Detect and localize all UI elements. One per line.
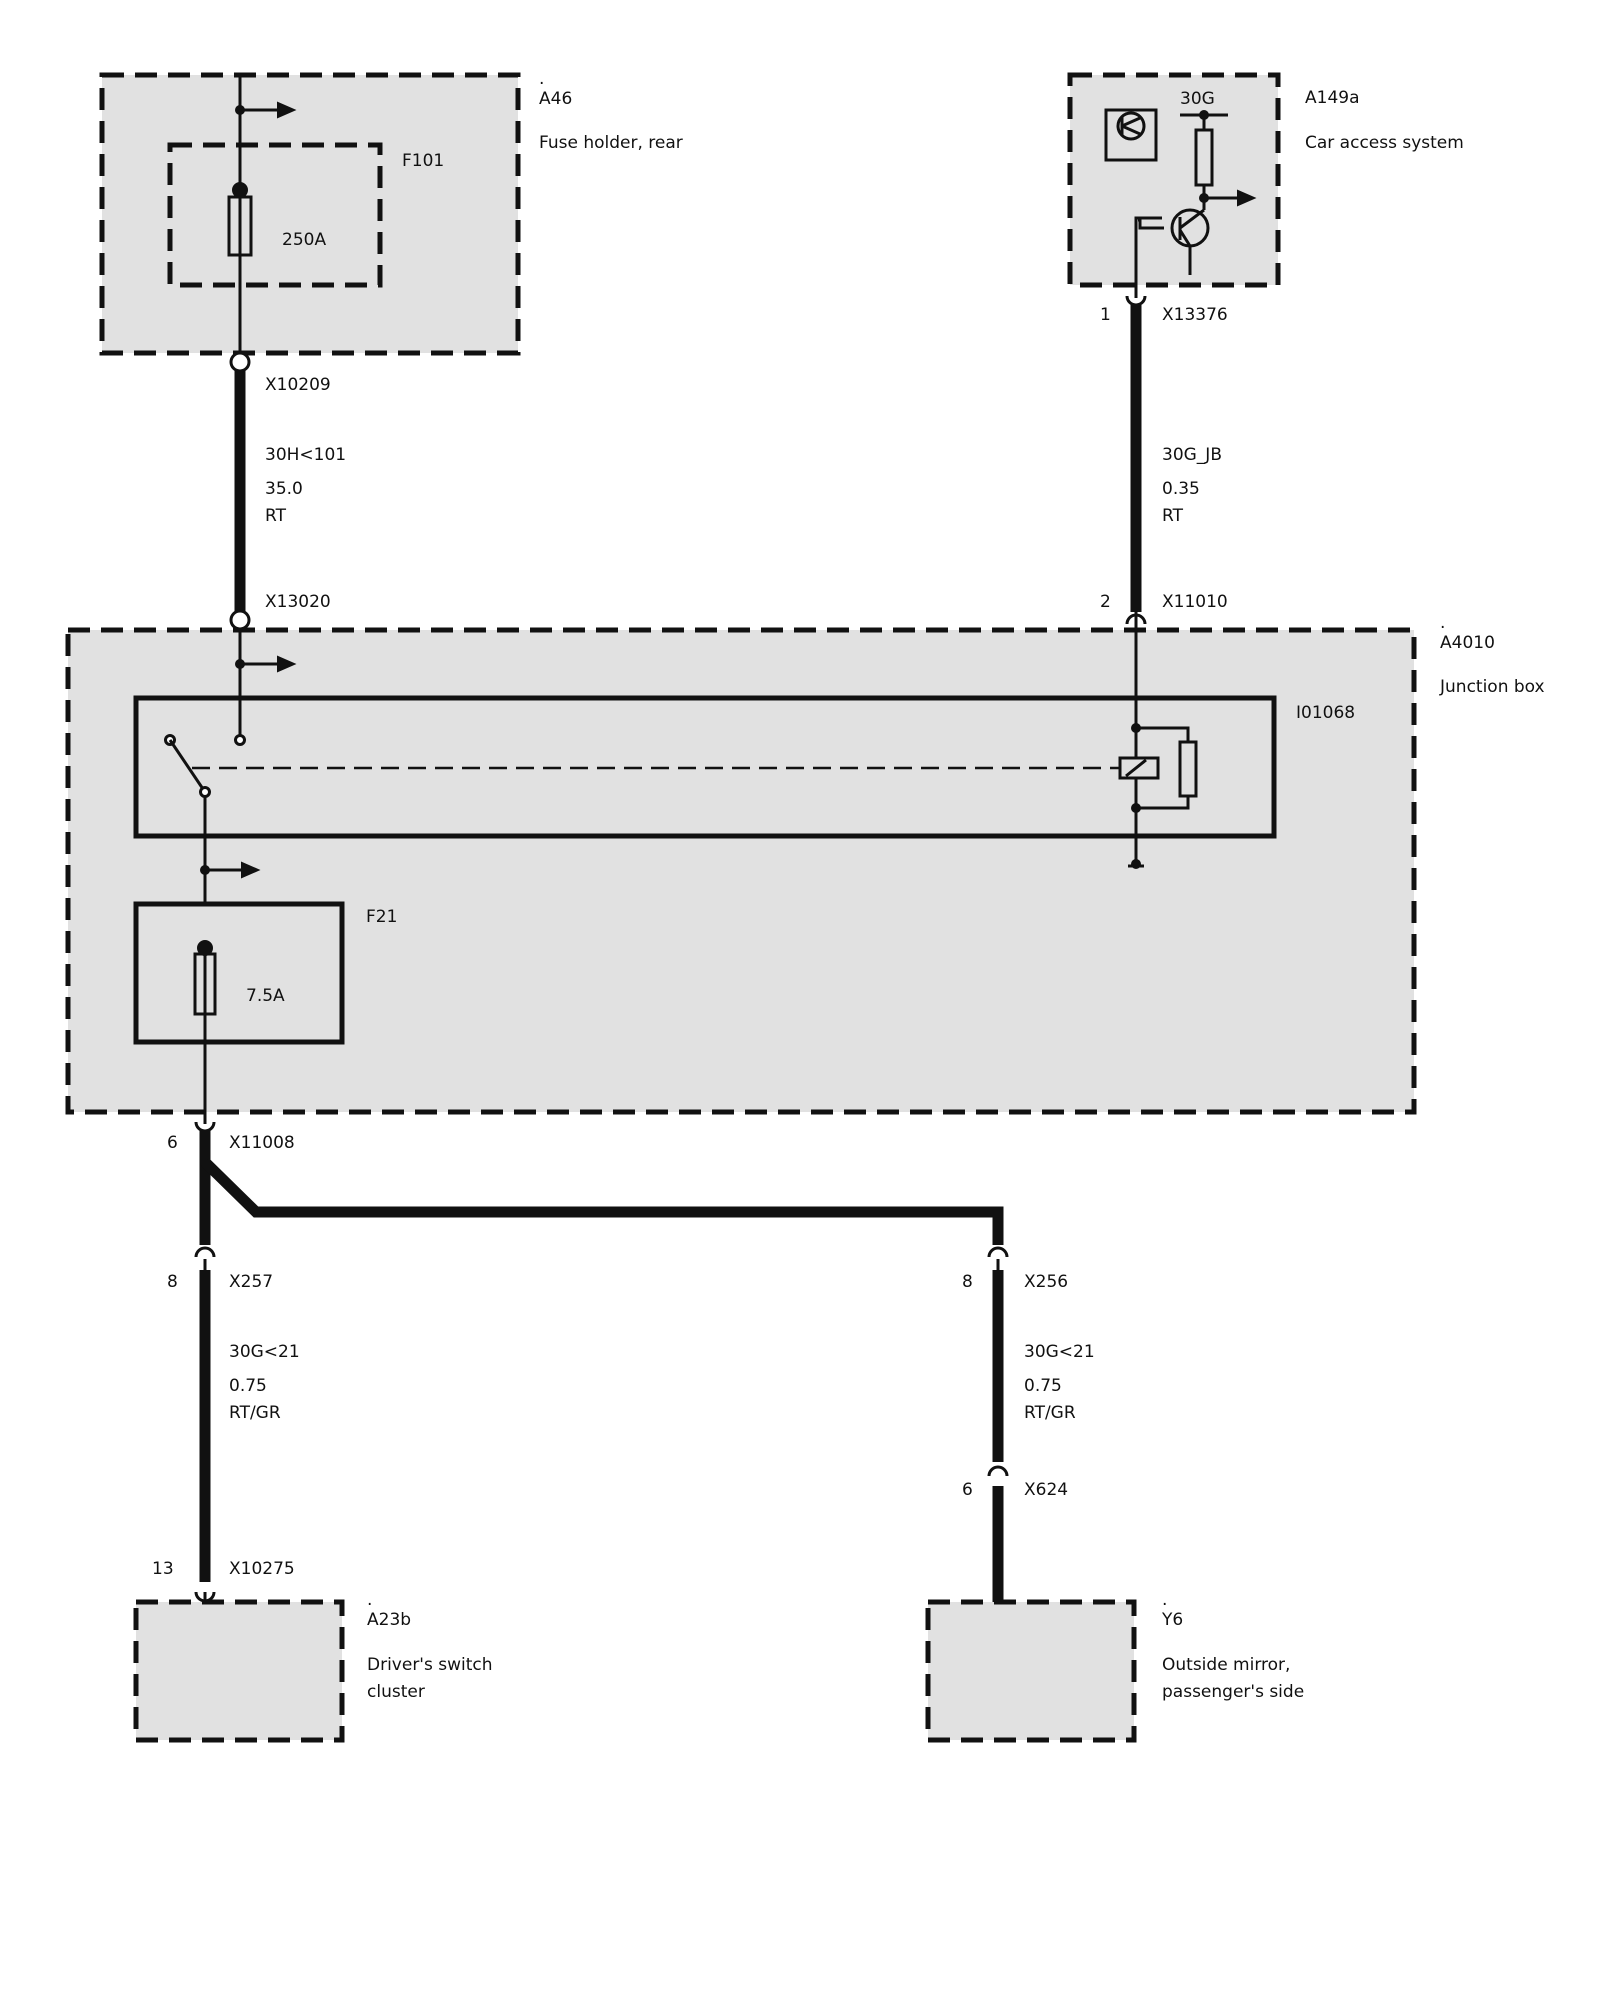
wire-3-gauge: 0.75 [229,1376,267,1396]
component-a46: . A46 Fuse holder, rear F101 250A [99,69,683,356]
x11010-pin: 2 [1100,592,1111,612]
connector-x624-icon [987,1465,1009,1477]
connector-x13376-icon [1125,295,1147,307]
a23b-housing [133,1599,345,1743]
f21-housing [133,901,345,1045]
x257-pin: 8 [167,1272,178,1292]
f101-rating: 250A [282,230,326,250]
wire-30g-21: 6 X11008 8 X257 8 X256 [167,1112,1068,1292]
a23b-name-line1: Driver's switch [367,1655,493,1675]
f101-housing [167,142,383,288]
wire-1-gauge: 35.0 [265,479,303,499]
relay-coil-icon [1118,756,1160,780]
ground-dot [1131,859,1141,869]
a149a-housing [1067,72,1281,288]
wire-30g-jb: 1 X13376 30G_JB 0.35 RT 2 X11010 [1100,285,1228,630]
a149a-output-arrow-icon [1237,189,1257,207]
wire-x11008-x256 [201,1158,1004,1245]
relay-resistor-bottom-lead [1136,796,1190,810]
transistor-base-link [1138,218,1164,230]
wire-2-gauge: 0.35 [1162,479,1200,499]
component-a149a: 30G A149a Car access system [1067,72,1464,288]
y6-name-line1: Outside mirror, [1162,1655,1290,1675]
connector-x10209-icon [229,351,251,373]
x10209-id: X10209 [265,375,331,395]
x13376-pin: 1 [1100,305,1111,325]
a4010-dot: . [1440,613,1445,633]
a23b-id: A23b [367,1610,411,1630]
a46-id: A46 [539,89,572,109]
connector-x256-icon [987,1246,1009,1258]
x10275-id: X10275 [229,1559,295,1579]
f21-rating: 7.5A [246,986,285,1006]
connector-x13020-icon [229,609,251,631]
x624-pin: 6 [962,1480,973,1500]
i01068-id: I01068 [1296,703,1355,723]
x11008-id: X11008 [229,1133,295,1153]
ecu-box-icon [1104,108,1158,162]
a149a-name: Car access system [1305,133,1464,153]
component-a23b: . A23b Driver's switch cluster [133,1590,493,1743]
relay-contact-fixed-icon [234,734,246,746]
a46-branch-arrow-icon [277,101,297,119]
y6-housing [925,1599,1137,1743]
transistor-collector [1179,208,1205,230]
component-y6: . Y6 Outside mirror, passenger's side [925,1590,1304,1743]
transistor-emitter [1178,229,1192,247]
a46-dot: . [539,69,544,89]
x257-id: X257 [229,1272,273,1292]
wire-2-color: RT [1162,506,1184,526]
y6-dot: . [1162,1590,1167,1610]
x11010-id: X11010 [1162,592,1228,612]
x13376-id: X13376 [1162,305,1228,325]
wire-2-signal: 30G_JB [1162,445,1222,465]
y6-id: Y6 [1161,1610,1183,1630]
a23b-dot: . [367,1590,372,1610]
component-a4010: . A4010 Junction box I01068 F21 7.5A [65,613,1545,1115]
wire-1-color: RT [265,506,287,526]
x256-id: X256 [1024,1272,1068,1292]
relay-contact-common-icon [199,786,211,798]
f21-branch-arrow-icon [241,861,261,879]
wire-3-signal: 30G<21 [229,1342,300,1362]
a46-housing [99,72,521,356]
ecu-transistor-icon [1116,111,1146,141]
a149a-terminal: 30G [1180,89,1215,109]
a149a-id: A149a [1305,88,1360,108]
x10275-pin: 13 [152,1559,174,1579]
wire-4-color: RT/GR [1024,1403,1076,1423]
relay-switch-blade-icon [168,739,207,793]
wire-4-signal: 30G<21 [1024,1342,1095,1362]
f101-id: F101 [402,151,444,171]
wire-30h-101: X10209 30H<101 35.0 RT X13020 [229,351,346,631]
wire-4-gauge: 0.75 [1024,1376,1062,1396]
wire-x257-x10275: 30G<21 0.75 RT/GR 13 X10275 [152,1259,300,1603]
a46-name: Fuse holder, rear [539,133,683,153]
x256-pin: 8 [962,1272,973,1292]
a4010-id: A4010 [1440,633,1495,653]
y6-name-line2: passenger's side [1162,1682,1304,1702]
relay-resistor-top-lead [1136,726,1190,742]
ecu-transistor-emitter [1121,124,1141,136]
a4010-branch-arrow-icon [277,655,297,673]
a23b-name-line2: cluster [367,1682,425,1702]
a4010-name: Junction box [1439,677,1545,697]
relay-coil-slash [1125,758,1147,778]
x11008-pin: 6 [167,1133,178,1153]
wire-x256-x624: 30G<21 0.75 RT/GR 6 X624 [962,1259,1095,1602]
a149a-output-wire [1134,216,1162,285]
wire-3-color: RT/GR [229,1403,281,1423]
f21-id: F21 [366,907,397,927]
x624-id: X624 [1024,1480,1068,1500]
wire-1-signal: 30H<101 [265,445,346,465]
x13020-id: X13020 [265,592,331,612]
connector-x257-icon [194,1246,216,1258]
ecu-transistor-collector [1121,116,1141,128]
